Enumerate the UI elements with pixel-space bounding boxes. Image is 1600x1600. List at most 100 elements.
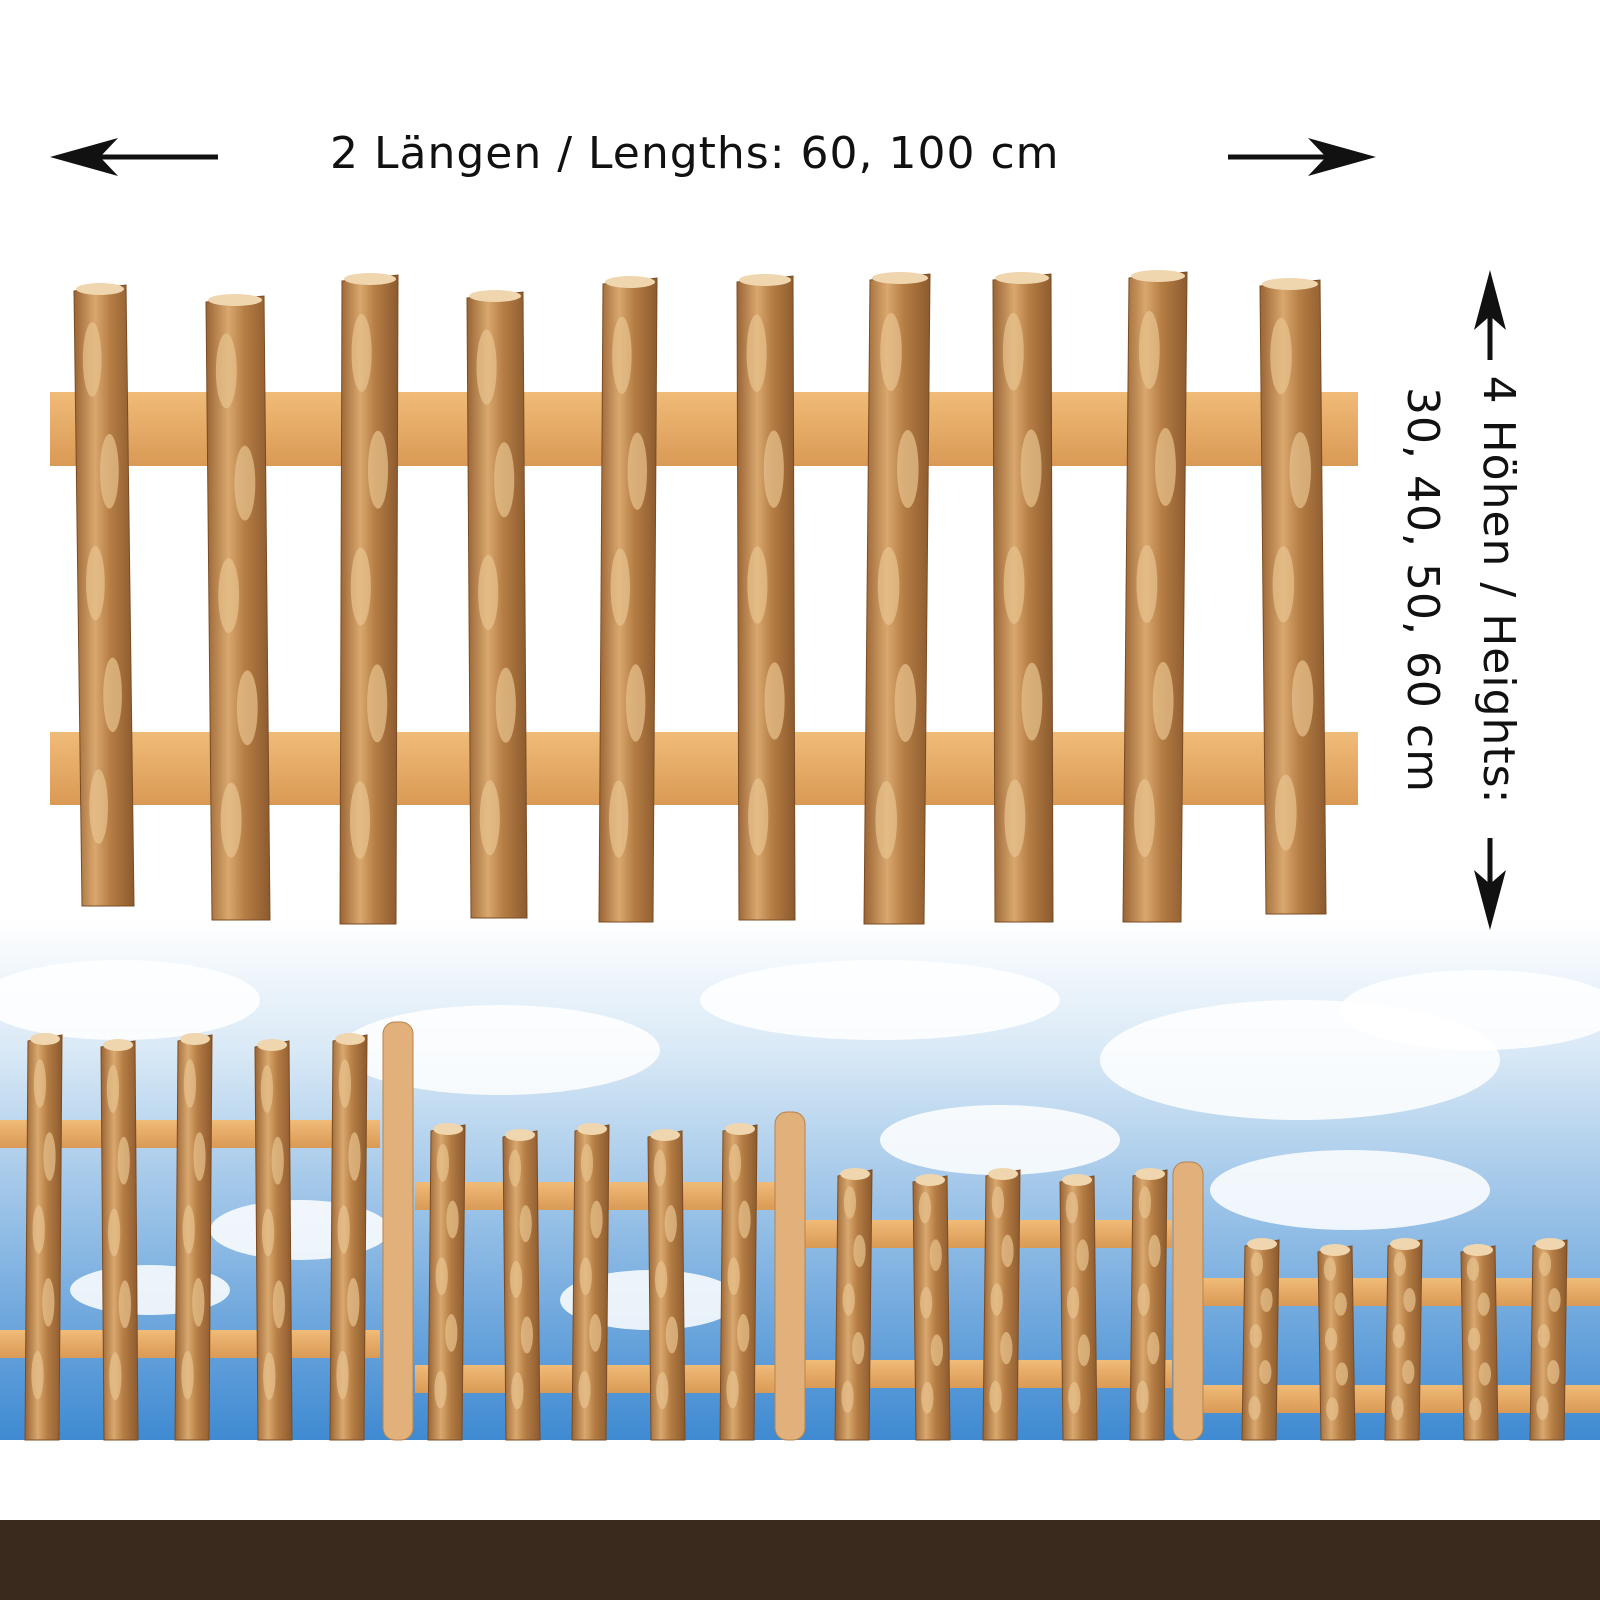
bark-patch (1138, 311, 1160, 389)
fence-scene (0, 1021, 1600, 1441)
bark-patch (1391, 1396, 1404, 1420)
bark-patch (1260, 1288, 1273, 1312)
bark-patch (261, 1208, 275, 1257)
picket-cut-top (335, 1033, 365, 1045)
bark-patch (1291, 660, 1314, 737)
bark-patch (612, 316, 632, 394)
bark-patch (1536, 1396, 1549, 1420)
picket-cut-top (469, 290, 521, 302)
bark-patch (1136, 545, 1158, 623)
heights-label-line2: 30, 40, 50, 60 cm (1397, 387, 1448, 793)
bark-patch (1335, 1362, 1349, 1386)
bark-patch (508, 1149, 522, 1187)
bark-patch (103, 657, 122, 733)
bark-patch (664, 1205, 677, 1243)
soil (0, 1520, 1600, 1600)
bark-patch (1002, 312, 1024, 391)
bark-patch (738, 1200, 751, 1239)
bark-patch (215, 333, 237, 409)
bark-patch (260, 1064, 274, 1113)
bark-patch (1155, 428, 1176, 506)
bark-patch (1323, 1257, 1337, 1281)
bark-patch (272, 1280, 286, 1329)
bark-patch (117, 1136, 130, 1185)
bark-patch (220, 782, 242, 858)
bark-patch (853, 1234, 866, 1268)
arrow-right-icon (1228, 138, 1376, 176)
bark-patch (656, 1372, 669, 1410)
heights-label-line1: 4 Höhen / Heights: (1473, 375, 1524, 805)
bark-patch (579, 1257, 592, 1296)
bark-patch (842, 1283, 855, 1316)
bark-patch (1334, 1292, 1347, 1316)
bark-patch (875, 781, 897, 859)
arrow-up-icon (1474, 270, 1506, 360)
bark-patch (1021, 662, 1043, 741)
bark-patch (877, 547, 900, 625)
picket-cut-top (103, 1039, 133, 1051)
picket-cut-top (872, 272, 928, 284)
bark-patch (1324, 1327, 1338, 1351)
picket-cut-top (257, 1039, 287, 1051)
bark-patch (263, 1352, 276, 1401)
bark-patch (1547, 1360, 1560, 1384)
bark-patch (726, 1370, 739, 1409)
bark-patch (436, 1143, 450, 1182)
bark-patch (33, 1059, 47, 1108)
bark-patch (728, 1143, 742, 1182)
picket-cut-top (840, 1168, 870, 1180)
bark-patch (930, 1334, 944, 1367)
bark-patch (434, 1370, 447, 1409)
bark-patch (737, 1314, 750, 1352)
bark-patch (1066, 1286, 1080, 1319)
cloud (1340, 970, 1600, 1050)
picket-cut-top (433, 1123, 463, 1135)
bark-patch (182, 1205, 195, 1254)
bark-patch (31, 1350, 44, 1400)
bark-patch (1392, 1324, 1405, 1348)
picket-cut-top (725, 1123, 755, 1135)
bark-patch (1402, 1360, 1415, 1384)
bark-patch (351, 313, 372, 392)
bark-patch (1003, 546, 1025, 624)
bark-patch (727, 1257, 740, 1296)
picket-cut-top (1535, 1238, 1565, 1250)
fence-post (774, 1111, 806, 1441)
picket-cut-top (1463, 1244, 1493, 1256)
bark-patch (509, 1260, 523, 1298)
bark-patch (929, 1239, 942, 1272)
picket-cut-top (1062, 1174, 1092, 1186)
bark-patch (218, 558, 240, 633)
bark-patch (494, 442, 515, 518)
bark-patch (479, 780, 500, 856)
bark-patch (446, 1200, 459, 1239)
bark-patch (1065, 1191, 1079, 1224)
bark-patch (86, 545, 105, 621)
bark-patch (1001, 1234, 1014, 1268)
bark-patch (1249, 1324, 1262, 1348)
bark-patch (193, 1132, 206, 1181)
bark-patch (1275, 774, 1297, 851)
bark-patch (1004, 779, 1026, 858)
fence-post (382, 1021, 414, 1441)
picket-cut-top (1131, 270, 1185, 282)
bark-patch (919, 1286, 933, 1319)
bark-patch (1478, 1362, 1492, 1386)
bark-patch (89, 769, 108, 844)
bark-patch (1077, 1334, 1091, 1367)
bark-patch (746, 314, 767, 392)
bark-patch (1152, 662, 1174, 740)
bark-patch (106, 1064, 120, 1113)
bark-patch (1466, 1257, 1480, 1281)
picket-cut-top (988, 1168, 1018, 1180)
bark-patch (109, 1352, 122, 1401)
cloud (0, 960, 260, 1040)
bark-patch (989, 1380, 1002, 1414)
bark-patch (880, 313, 902, 391)
bark-patch (367, 664, 388, 743)
bark-patch (841, 1380, 854, 1414)
lengths-label: 2 Längen / Lengths: 60, 100 cm (330, 128, 1060, 179)
bark-patch (1134, 779, 1155, 857)
bark-patch (580, 1143, 594, 1182)
bark-patch (897, 430, 919, 508)
